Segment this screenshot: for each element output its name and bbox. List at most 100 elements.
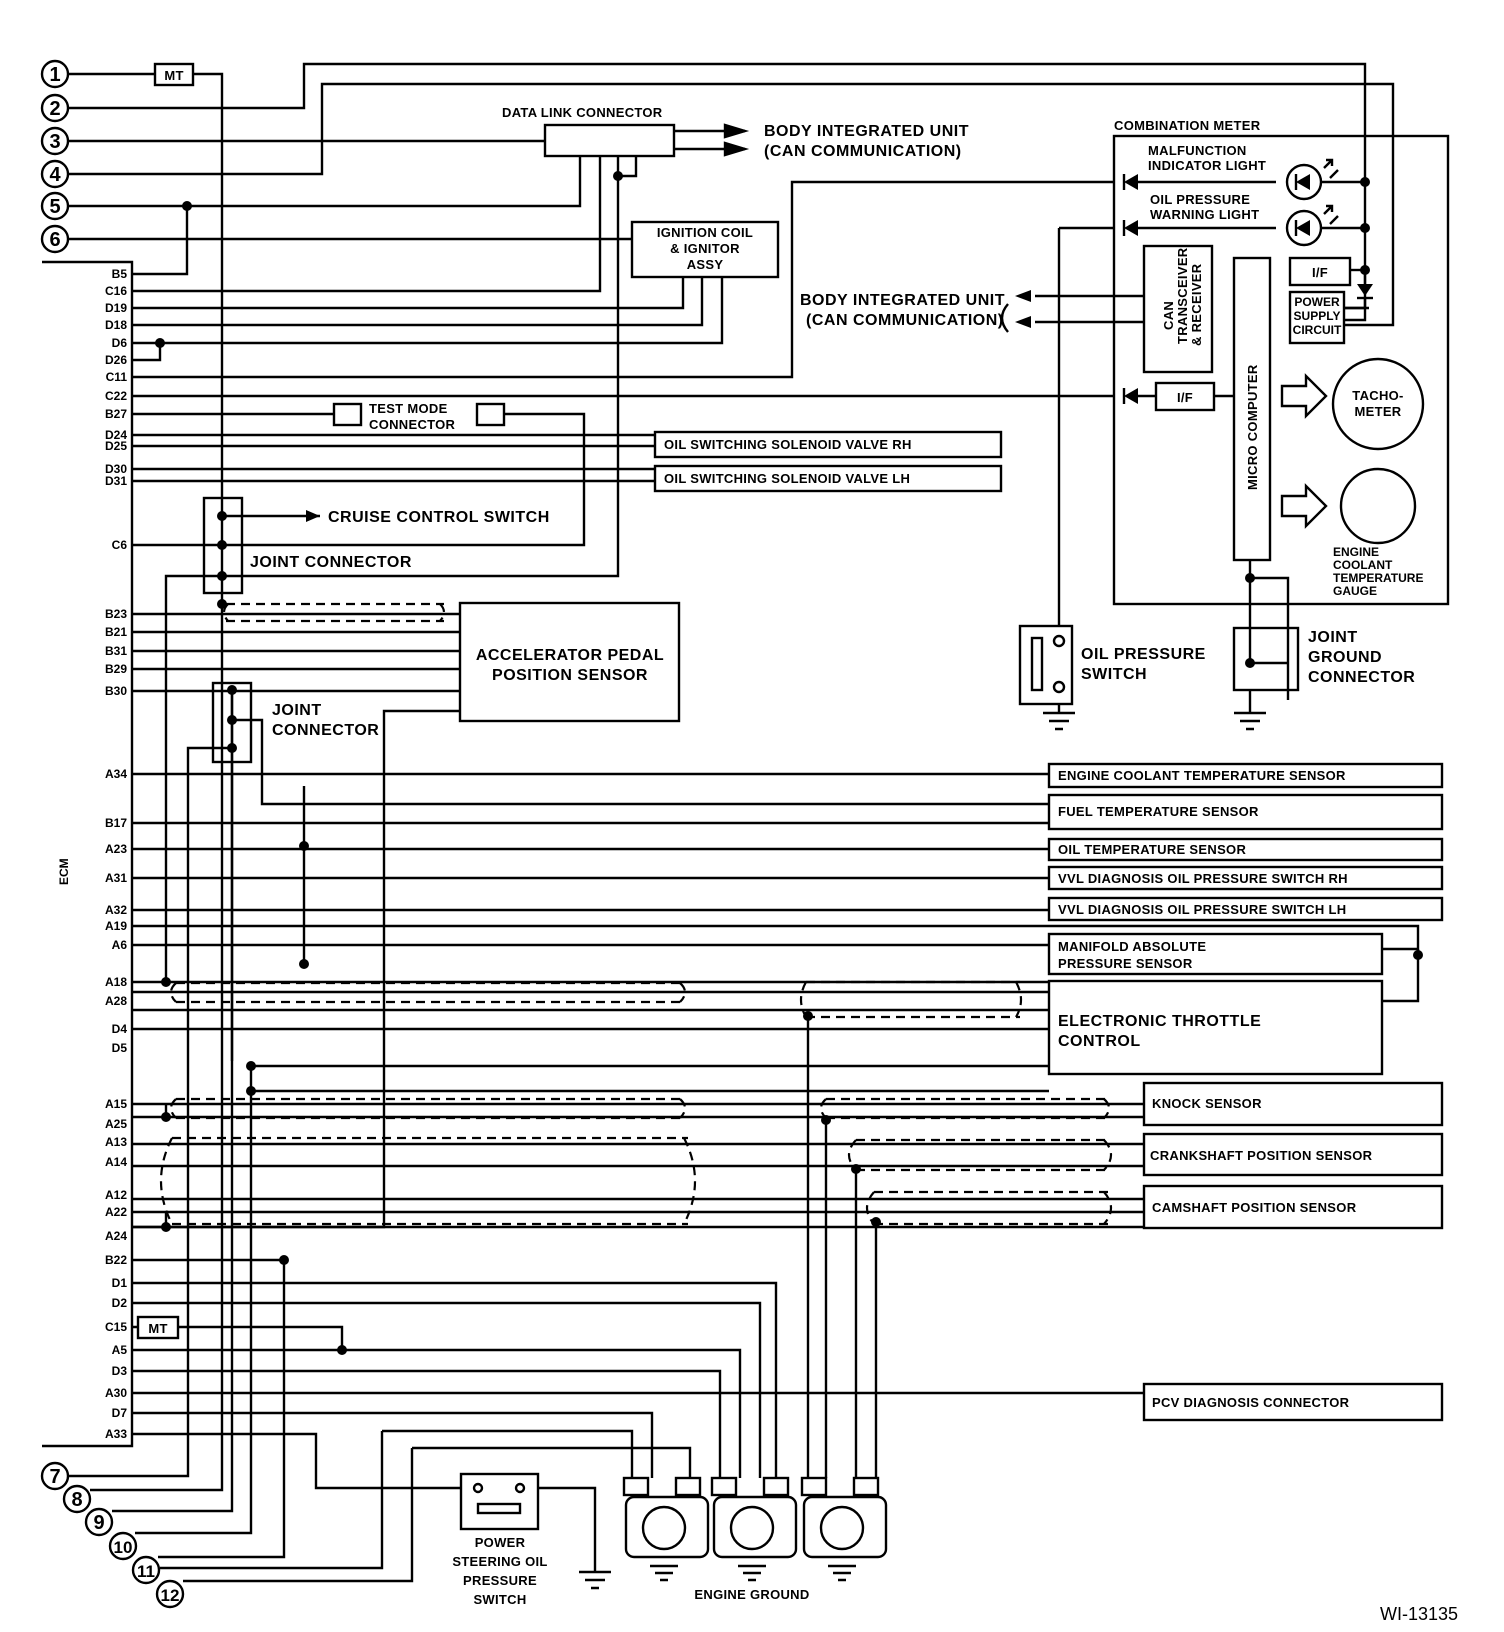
svg-text:TEST MODE: TEST MODE: [369, 401, 448, 416]
svg-text:TRANSCEIVER: TRANSCEIVER: [1175, 247, 1190, 344]
svg-text:BODY INTEGRATED UNIT: BODY INTEGRATED UNIT: [800, 292, 1005, 309]
svg-text:OIL SWITCHING SOLENOID VALVE R: OIL SWITCHING SOLENOID VALVE RH: [664, 437, 912, 452]
joint-ground-connector: JOINT GROUND CONNECTOR: [1232, 626, 1415, 731]
joint-connector-2: JOINT CONNECTOR: [211, 681, 379, 764]
ref-11: 11: [131, 1555, 161, 1585]
svg-text:ELECTRONIC THROTTLE: ELECTRONIC THROTTLE: [1058, 1013, 1261, 1030]
ecm-pin-c11: C11: [106, 370, 128, 384]
ecm-pin-a33: A33: [105, 1427, 127, 1441]
ecm-pin-d19: D19: [105, 301, 127, 315]
body-integrated-unit-can: BODY INTEGRATED UNIT (CAN COMMUNICATION): [800, 290, 1031, 333]
svg-text:INDICATOR LIGHT: INDICATOR LIGHT: [1148, 158, 1266, 173]
ref-7: 7: [40, 1461, 70, 1491]
ecm-pin-a32: A32: [105, 903, 127, 917]
svg-text:WARNING LIGHT: WARNING LIGHT: [1150, 207, 1259, 222]
ecm-pin-b23: B23: [105, 607, 127, 621]
ecm-pin-a12: A12: [105, 1188, 127, 1202]
ground-icon: [579, 1570, 611, 1590]
ref-5: 5: [40, 191, 70, 221]
svg-text:MICRO COMPUTER: MICRO COMPUTER: [1245, 364, 1260, 490]
arrow-to-tachometer-icon: [1280, 373, 1328, 419]
data-link-connector: DATA LINK CONNECTOR BODY INTEGRATED UNIT…: [502, 105, 969, 160]
svg-text:COOLANT: COOLANT: [1333, 558, 1393, 572]
svg-text:10: 10: [114, 1538, 133, 1557]
ecm-pin-b17: B17: [105, 816, 127, 830]
svg-text:& RECEIVER: & RECEIVER: [1189, 263, 1204, 346]
svg-text:MALFUNCTION: MALFUNCTION: [1148, 143, 1247, 158]
svg-text:POWER: POWER: [475, 1535, 526, 1550]
svg-text:VVL DIAGNOSIS OIL PRESSURE SWI: VVL DIAGNOSIS OIL PRESSURE SWITCH RH: [1058, 871, 1348, 886]
ref-10: 10: [108, 1531, 138, 1561]
ecm-pin-b22: B22: [105, 1253, 127, 1267]
ref-2: 2: [40, 93, 70, 123]
engine-ground-2: [710, 1476, 798, 1582]
svg-text:SWITCH: SWITCH: [1081, 666, 1147, 683]
vvl-diagnosis-switch-rh: VVL DIAGNOSIS OIL PRESSURE SWITCH RH: [1047, 865, 1444, 891]
ecm-pin-d7: D7: [112, 1406, 128, 1420]
svg-text:I/F: I/F: [1177, 390, 1193, 405]
svg-text:OIL PRESSURE: OIL PRESSURE: [1081, 646, 1206, 663]
svg-text:JOINT: JOINT: [1308, 629, 1358, 646]
test-mode-connector: TEST MODE CONNECTOR: [332, 401, 506, 432]
svg-text:ASSY: ASSY: [687, 257, 724, 272]
svg-text:8: 8: [71, 1489, 82, 1511]
ecm-pin-b21: B21: [105, 625, 127, 639]
svg-text:OIL TEMPERATURE SENSOR: OIL TEMPERATURE SENSOR: [1058, 842, 1246, 857]
svg-text:JOINT CONNECTOR: JOINT CONNECTOR: [250, 554, 412, 571]
ecm-pin-b5: B5: [112, 267, 128, 281]
ecm-pin-a25: A25: [105, 1117, 127, 1131]
engine-coolant-temperature-sensor: ENGINE COOLANT TEMPERATURE SENSOR: [1047, 762, 1444, 789]
svg-text:OIL SWITCHING SOLENOID VALVE L: OIL SWITCHING SOLENOID VALVE LH: [664, 471, 910, 486]
ecm-pin-c16: C16: [105, 284, 127, 298]
wires: [68, 62, 1420, 1583]
ecm-pin-a19: A19: [105, 919, 127, 933]
svg-text:METER: METER: [1355, 404, 1402, 419]
svg-text:4: 4: [49, 164, 61, 186]
ecm-pin-d5: D5: [112, 1041, 128, 1055]
ecm-pin-d6: D6: [112, 336, 128, 350]
ecm-pin-b27: B27: [105, 407, 127, 421]
svg-text:TEMPERATURE: TEMPERATURE: [1333, 571, 1423, 585]
ecm-pin-a5: A5: [112, 1343, 128, 1357]
ecm-pin-a15: A15: [105, 1097, 127, 1111]
svg-text:KNOCK SENSOR: KNOCK SENSOR: [1152, 1096, 1262, 1111]
ecm-pin-a18: A18: [105, 975, 127, 989]
svg-text:STEERING OIL: STEERING OIL: [452, 1554, 547, 1569]
svg-text:POWER: POWER: [1294, 295, 1340, 309]
engine-ground-3: [800, 1476, 888, 1582]
ecm-pin-c22: C22: [105, 389, 127, 403]
mt-box-top: MT: [153, 62, 195, 87]
ground-icon: [1234, 711, 1266, 731]
body-integrated-unit-label: BODY INTEGRATED UNIT: [764, 123, 969, 140]
svg-text:3: 3: [49, 131, 60, 153]
ecm-pin-a22: A22: [105, 1205, 127, 1219]
svg-text:(CAN COMMUNICATION): (CAN COMMUNICATION): [806, 312, 1004, 329]
svg-text:JOINT: JOINT: [272, 702, 322, 719]
svg-text:CONTROL: CONTROL: [1058, 1033, 1141, 1050]
svg-text:VVL DIAGNOSIS OIL PRESSURE SWI: VVL DIAGNOSIS OIL PRESSURE SWITCH LH: [1058, 902, 1346, 917]
coolant-temperature-gauge-icon: [1339, 467, 1417, 545]
svg-text:CIRCUIT: CIRCUIT: [1293, 323, 1342, 337]
ref-1: 1: [40, 59, 70, 89]
oil-switching-solenoid-rh: OIL SWITCHING SOLENOID VALVE RH: [653, 430, 1003, 459]
ecm-pin-b29: B29: [105, 662, 127, 676]
svg-text:MT: MT: [164, 68, 183, 83]
svg-text:ENGINE: ENGINE: [1333, 545, 1379, 559]
power-steering-oil-pressure-switch: POWER STEERING OIL PRESSURE SWITCH: [452, 1472, 611, 1607]
svg-text:9: 9: [93, 1512, 104, 1534]
crankshaft-position-sensor: CRANKSHAFT POSITION SENSOR: [1142, 1132, 1444, 1177]
svg-text:CONNECTOR: CONNECTOR: [369, 417, 456, 432]
ecm-pin-d24: D24: [105, 428, 127, 442]
ground-icon: [1043, 711, 1075, 731]
svg-text:CAN: CAN: [1161, 301, 1176, 330]
oil-pressure-switch: OIL PRESSURE SWITCH: [1018, 624, 1206, 731]
engine-ground-group: ENGINE GROUND: [622, 1476, 888, 1602]
svg-text:6: 6: [49, 229, 60, 251]
arrow-to-coolant-gauge-icon: [1280, 483, 1328, 529]
ref-6: 6: [40, 224, 70, 254]
engine-ground-1: [622, 1476, 710, 1582]
svg-text:ACCELERATOR PEDAL: ACCELERATOR PEDAL: [476, 647, 664, 664]
ecm-label: ECM: [57, 858, 71, 885]
svg-text:11: 11: [137, 1562, 155, 1581]
ecm-outline: [42, 260, 134, 1448]
